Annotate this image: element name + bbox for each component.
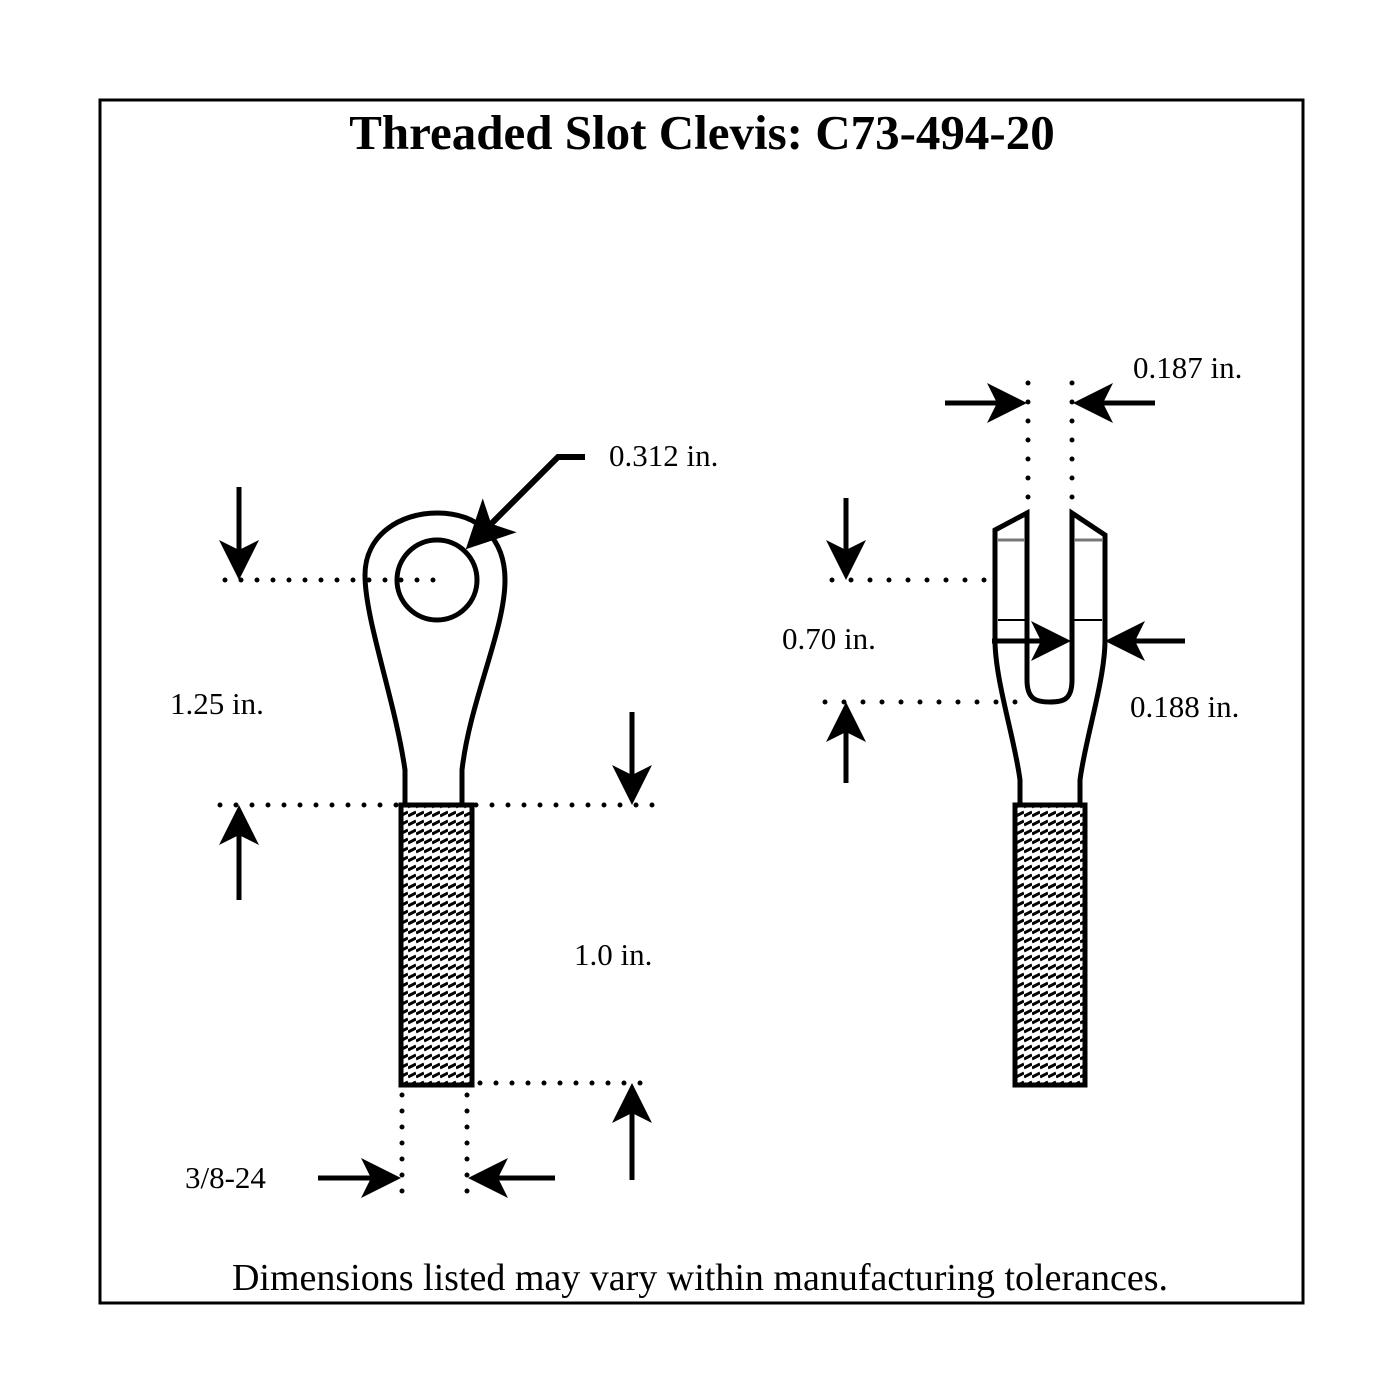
- frame-border: [98, 98, 1305, 1305]
- hole-diameter-label: 0.312 in.: [609, 438, 719, 473]
- front-view-dimensions: [822, 380, 1185, 783]
- thread-length-label: 1.0 in.: [574, 937, 653, 972]
- side-view-eye-clevis: [362, 510, 508, 1088]
- side-view-dimensions: [217, 454, 658, 1203]
- drawing-title: Threaded Slot Clevis: C73-494-20: [349, 105, 1055, 160]
- slot-depth-label: 0.70 in.: [782, 621, 876, 656]
- tine-thickness-label: 0.188 in.: [1130, 689, 1240, 724]
- thread-size-label: 3/8-24: [185, 1160, 266, 1195]
- front-view-slot-clevis: [992, 508, 1108, 1088]
- eye-length-label: 1.25 in.: [170, 686, 264, 721]
- tolerance-note: Dimensions listed may vary within manufa…: [231, 1257, 1169, 1299]
- slot-width-label: 0.187 in.: [1133, 350, 1243, 385]
